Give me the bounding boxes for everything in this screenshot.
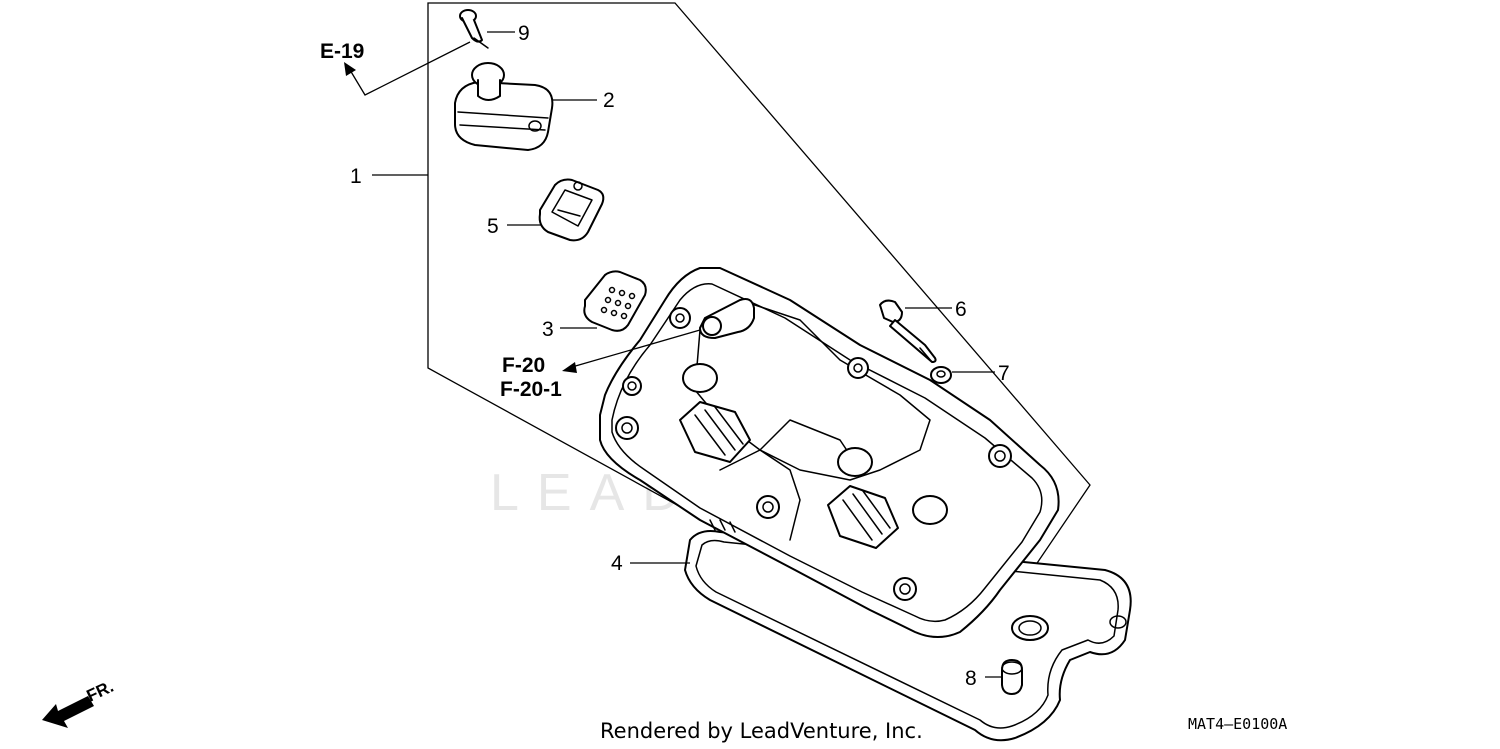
- front-arrow-icon: [42, 696, 94, 728]
- part-9-bolt: [459, 9, 489, 49]
- cover-breather-1: [679, 401, 751, 463]
- cylinder-head-cover: [599, 267, 1060, 638]
- callout-4: 4: [611, 552, 623, 575]
- part-6-bolt: [879, 299, 937, 363]
- cover-breather-2: [827, 485, 899, 549]
- callout-8: 8: [965, 667, 977, 690]
- part-7-washer: [930, 366, 952, 384]
- part-2-cover: [454, 62, 554, 151]
- part-8-dowel: [1001, 659, 1023, 695]
- callout-9: 9: [518, 22, 530, 45]
- callout-2: 2: [603, 89, 615, 112]
- callout-7: 7: [998, 362, 1010, 385]
- diagram-code: MAT4—E0100A: [1188, 715, 1287, 733]
- ref-f-20-1: F-20-1: [500, 378, 562, 401]
- ref-f-20: F-20: [502, 354, 545, 377]
- part-5-reed-plate: [538, 178, 605, 242]
- leader-lines: [344, 31, 1002, 678]
- callout-5: 5: [487, 215, 499, 238]
- callout-1: 1: [350, 165, 362, 188]
- part-3-reed-valve: [583, 270, 647, 332]
- callout-6: 6: [955, 298, 967, 321]
- rendered-by-footer: Rendered by LeadVenture, Inc.: [600, 719, 923, 743]
- ref-e-19: E-19: [320, 40, 364, 63]
- callout-3: 3: [542, 318, 554, 341]
